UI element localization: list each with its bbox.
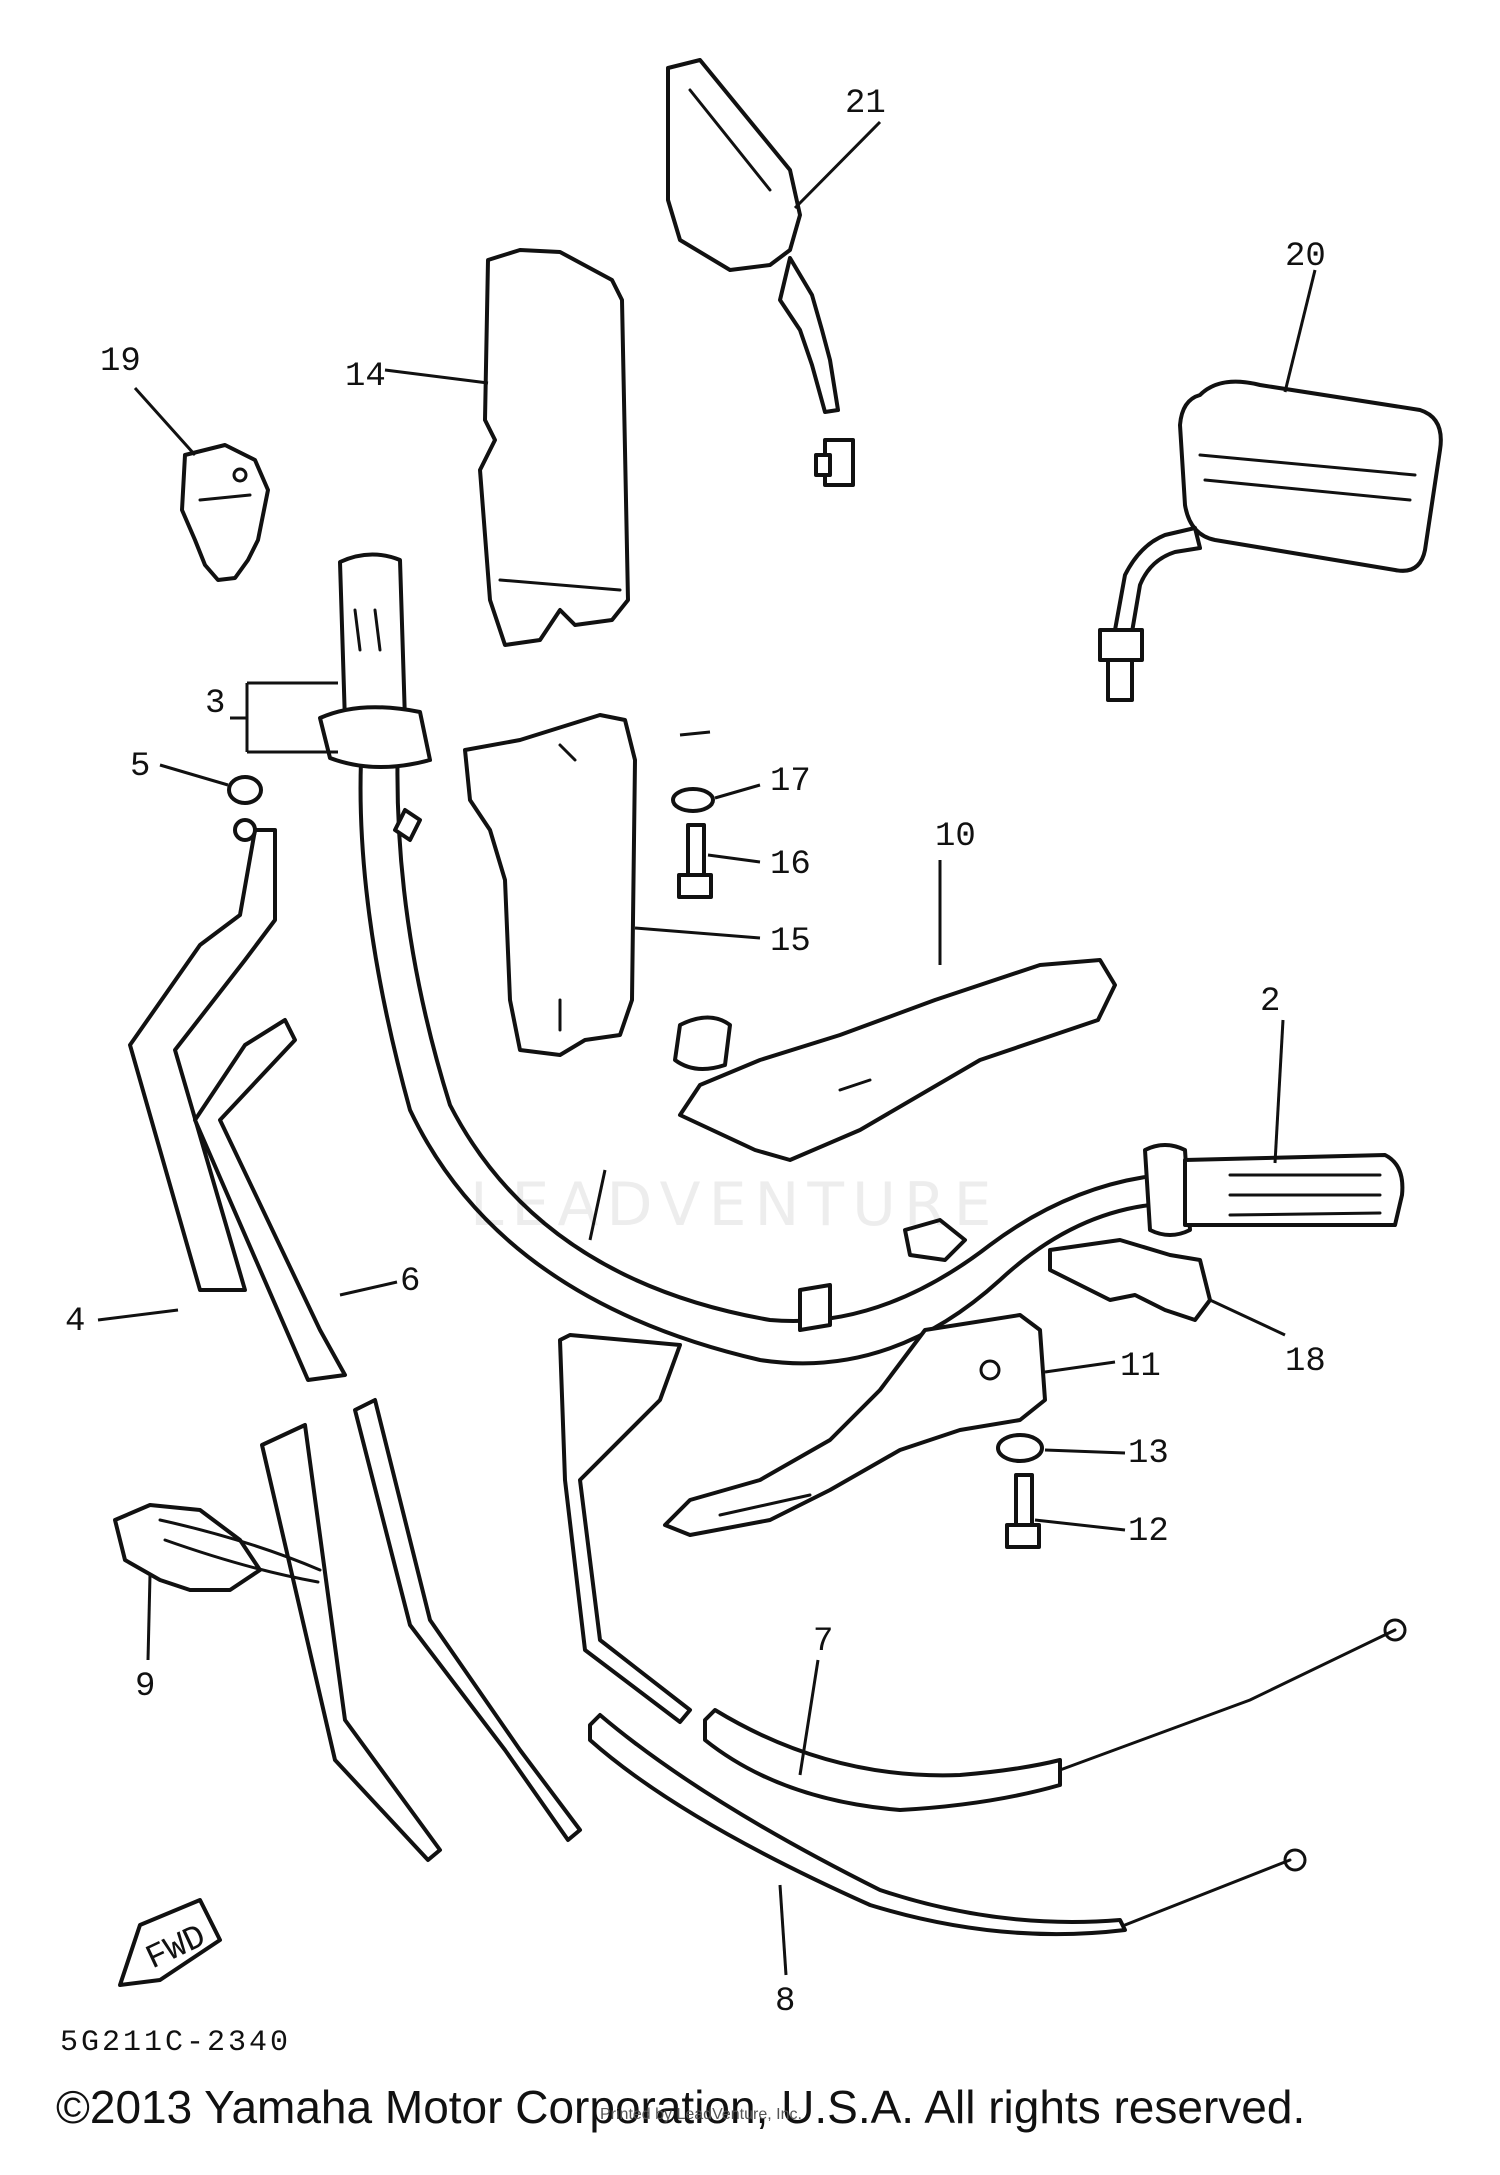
bolt-part-12[interactable] [1005, 1473, 1041, 1549]
label-19: 19 [100, 343, 141, 381]
watermark: LEADVENTURE [470, 1170, 1000, 1240]
handlebar[interactable] [318, 705, 1405, 1366]
holder-part-18[interactable] [1048, 1238, 1212, 1322]
mirror-part-20[interactable] [1098, 379, 1443, 702]
label-9: 9 [135, 1668, 155, 1706]
label-13: 13 [1128, 1435, 1169, 1473]
bracket-part-15[interactable] [463, 713, 637, 1057]
switch-part-19[interactable] [180, 443, 270, 582]
cable-part-8[interactable] [588, 1713, 1307, 1937]
overlay-text: Printed by LeadVenture, Inc. [600, 2106, 802, 2123]
cable-part-7[interactable] [558, 1333, 1407, 1812]
drawing-code: 5G211C-2340 [60, 2026, 291, 2060]
label-15: 15 [770, 923, 811, 961]
lever-part-10[interactable] [673, 958, 1117, 1162]
fwd-arrow: FWD [118, 1898, 222, 1987]
label-12: 12 [1128, 1513, 1169, 1551]
cable-part-4[interactable] [128, 818, 442, 1862]
label-5: 5 [130, 748, 150, 786]
label-2: 2 [1260, 983, 1280, 1021]
label-7: 7 [813, 1623, 833, 1661]
part-labels: 21 20 19 14 3 5 17 16 15 10 2 6 4 18 11 … [65, 85, 1326, 2021]
copyright-footer: ©2013 Yamaha Motor Corporation, U.S.A. A… [56, 2081, 1306, 2133]
label-20: 20 [1285, 238, 1326, 276]
switch-part-9[interactable] [113, 1503, 322, 1592]
washer-part-13[interactable] [996, 1433, 1044, 1463]
lever-part-11[interactable] [663, 1313, 1047, 1537]
clamp-part-5[interactable] [227, 775, 263, 805]
leader-lines [97, 120, 1317, 1976]
grip-part-3[interactable] [338, 552, 407, 731]
label-3: 3 [205, 685, 225, 723]
label-21: 21 [845, 85, 886, 123]
mirror-part-21[interactable] [666, 58, 855, 487]
label-4: 4 [65, 1303, 85, 1341]
label-17: 17 [770, 763, 811, 801]
label-18: 18 [1285, 1343, 1326, 1381]
label-6: 6 [400, 1263, 420, 1301]
label-16: 16 [770, 846, 811, 884]
label-8: 8 [775, 1983, 795, 2021]
label-10: 10 [935, 818, 976, 856]
cover-part-14[interactable] [478, 248, 630, 647]
label-11: 11 [1120, 1348, 1161, 1386]
washer-part-17[interactable] [671, 787, 715, 813]
label-14: 14 [345, 358, 386, 396]
bolt-part-16[interactable] [677, 823, 713, 899]
cable-part-6[interactable] [193, 1018, 582, 1842]
